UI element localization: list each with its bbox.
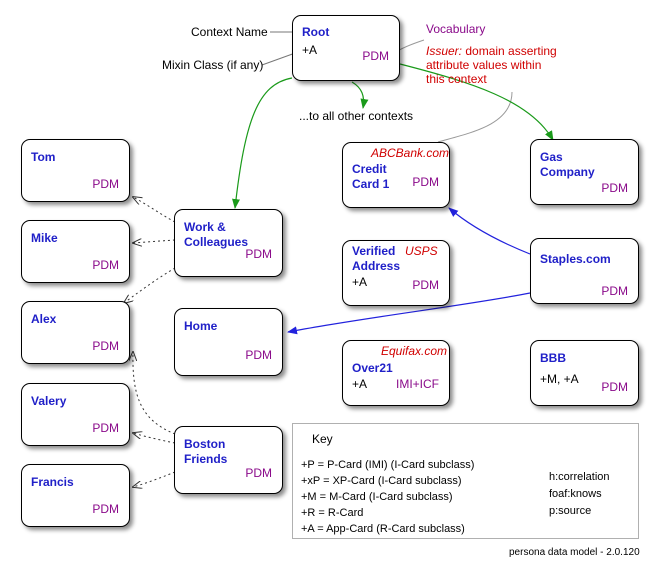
node-vocabulary: PDM [601,380,628,394]
knows-boston-to-francis [133,471,176,487]
node-vocabulary: PDM [601,284,628,298]
knows-work-to-tom [133,197,176,223]
key-line: +xP = XP-Card (I-Card subclass) [301,475,462,487]
knows-work-to-alex [124,267,176,303]
vocabulary-label: Vocabulary [426,22,486,36]
node-vocabulary: PDM [362,49,389,63]
node-name: Work &Colleagues [184,220,248,250]
source-staples-to-home [287,292,531,335]
node-issuer: Equifax.com [381,344,448,358]
issuer-pointer [437,91,513,143]
key-line: +M = M-Card (I-Card subclass) [301,491,453,503]
node-vocabulary: PDM [92,258,119,272]
legend-correlation-label: h:correlation [549,471,610,483]
node-mixin: +A [352,275,368,289]
node-vocabulary: PDM [245,247,272,261]
node-name-line-2: Address [352,259,401,273]
node-name-line-2: Card 1 [352,177,390,191]
node-name-line-1: Boston [184,437,226,451]
over21-node[interactable]: Equifax.com Over21 +A IMI+ICF [342,340,450,406]
node-mixin: +A [352,377,368,391]
footer-caption: persona data model - 2.0.120 [509,547,640,558]
node-vocabulary: PDM [92,421,119,435]
node-name: Francis [31,475,74,489]
bbb-node[interactable]: BBB +M, +A PDM [530,340,639,406]
node-issuer: ABCBank.com [370,146,449,160]
node-name-line-2: Friends [184,452,228,466]
correlation-root-to-gas [399,63,554,141]
francis-node[interactable]: Francis PDM [21,464,130,527]
node-vocabulary: PDM [245,348,272,362]
node-name: Over21 [352,361,393,375]
valery-node[interactable]: Valery PDM [21,383,130,446]
correlation-root-to-work [232,77,293,209]
legend-knows-label: foaf:knows [549,488,602,500]
knows-boston-to-valery [133,433,176,444]
node-name: Valery [31,394,67,408]
node-name: Root [302,25,330,39]
node-vocabulary: PDM [412,278,439,292]
source-staples-to-credit [448,207,531,255]
node-name: Home [184,319,218,333]
node-mixin: +A [302,43,318,57]
node-name-line-1: Work & [184,220,226,234]
key-title: Key [312,432,333,446]
knows-work-to-mike [133,240,176,243]
correlation-root-to-all [351,81,369,109]
node-name: Staples.com [540,252,611,266]
node-name-line-1: Credit [352,162,387,176]
legend-source-label: p:source [549,505,592,517]
mixin-class-label: Mixin Class (if any) [162,58,264,72]
node-vocabulary: PDM [245,466,272,480]
node-vocabulary: IMI+ICF [395,377,439,391]
key-legend: Key +P = P-Card (IMI) (I-Card subclass) … [292,423,639,539]
mike-node[interactable]: Mike PDM [21,220,130,283]
root-node[interactable]: Root +A PDM [292,15,400,81]
node-issuer: USPS [405,244,438,258]
issuer-note: Issuer: domain asserting attribute value… [426,44,557,86]
node-mixin: +M, +A [540,372,579,386]
key-line: +P = P-Card (IMI) (I-Card subclass) [301,459,475,471]
node-vocabulary: PDM [92,177,119,191]
node-vocabulary: PDM [412,175,439,189]
vocabulary-pointer [395,39,425,53]
node-name: Alex [31,312,57,326]
node-name: Mike [31,231,58,245]
home-node[interactable]: Home PDM [174,308,283,376]
node-vocabulary: PDM [92,339,119,353]
key-line: +R = R-Card [301,507,364,519]
node-vocabulary: PDM [92,502,119,516]
knows-boston-to-alex [133,352,176,435]
tom-node[interactable]: Tom PDM [21,139,130,202]
to-all-contexts-label: ...to all other contexts [299,109,414,123]
node-name-line-1: Gas [540,150,563,164]
alex-node[interactable]: Alex PDM [21,301,130,364]
issuer-note-title: Issuer: [426,44,463,58]
node-name: BBB [540,351,566,365]
node-name: Tom [31,150,56,164]
work-colleagues-node[interactable]: Work &Colleagues PDM [174,209,283,277]
node-vocabulary: PDM [601,181,628,195]
node-name-line-2: Company [540,165,595,179]
staples-node[interactable]: Staples.com PDM [530,238,639,304]
context-name-label: Context Name [191,25,268,39]
key-line: +A = App-Card (R-Card subclass) [301,523,465,535]
issuer-note-line-3: this context [426,72,487,86]
issuer-note-line-1: domain asserting [462,44,557,58]
issuer-note-line-2: attribute values within [426,58,542,72]
node-name-line-2: Colleagues [184,235,249,249]
node-name-line-1: Verified [352,244,396,258]
